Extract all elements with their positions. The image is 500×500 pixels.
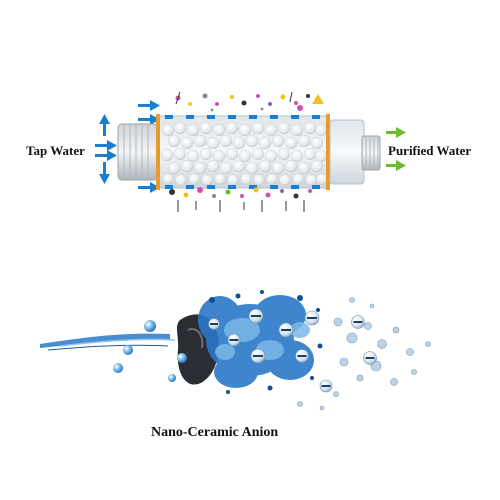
outflow-arrows: [386, 127, 406, 171]
impurity-particles: [169, 91, 324, 212]
anion-ions: [208, 308, 377, 393]
arrow-right-icon: [138, 182, 160, 193]
arrow-right-icon: [386, 160, 406, 171]
minus-icon: [363, 351, 377, 365]
minus-icon: [319, 379, 333, 393]
minus-icon: [351, 315, 365, 329]
minus-icon: [304, 310, 320, 326]
arrow-right-icon: [95, 150, 117, 161]
arrow-right-icon: [95, 140, 117, 151]
ceramic-beads: [160, 121, 328, 186]
water-splash-illustration: [40, 290, 431, 411]
filter-cartridge: [117, 114, 381, 190]
arrow-right-icon: [138, 114, 160, 125]
arrow-down-icon: [99, 162, 110, 184]
purified-water-label: Purified Water: [388, 143, 472, 158]
minus-icon: [250, 348, 266, 364]
arrow-right-icon: [138, 100, 160, 111]
water-bubbles: [113, 320, 187, 382]
minus-icon: [208, 318, 220, 330]
arrow-right-icon: [386, 127, 406, 138]
nano-ceramic-anion-label: Nano-Ceramic Anion: [151, 425, 279, 440]
minus-icon: [248, 308, 264, 324]
minus-icon: [227, 333, 241, 347]
mesh-bands: [165, 115, 320, 189]
minus-icon: [295, 349, 309, 363]
tap-water-label: Tap Water: [26, 143, 85, 158]
minus-icon: [278, 322, 294, 338]
arrow-up-icon: [99, 114, 110, 136]
